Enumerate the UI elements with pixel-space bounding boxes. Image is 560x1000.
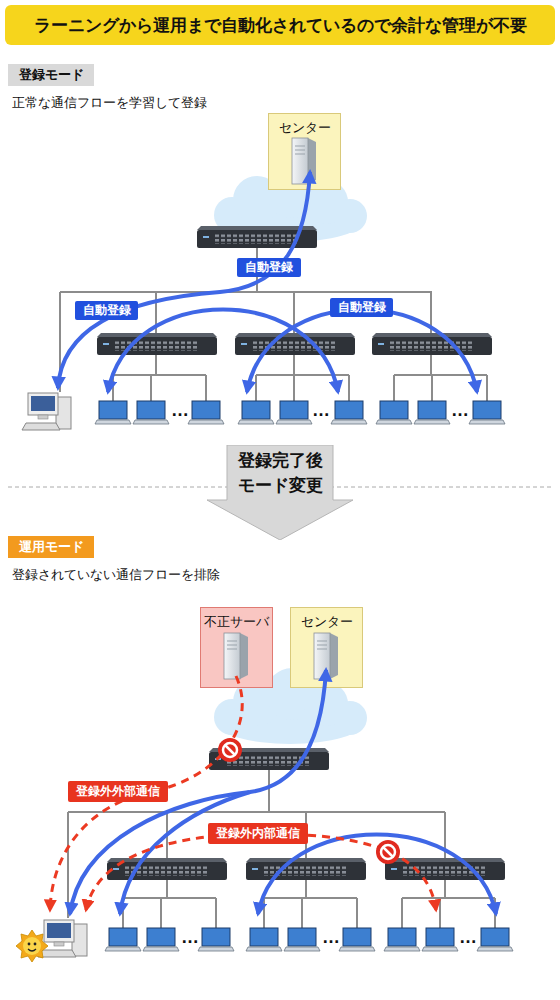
blocked-flow-arrow (86, 834, 436, 910)
malware-face (16, 930, 48, 962)
access-switch (235, 333, 355, 355)
blocked-flow-label: 登録外内部通信 (208, 823, 308, 844)
laptop (95, 401, 131, 424)
face-mouth (28, 949, 36, 951)
laptop (469, 401, 505, 424)
flow-label: 自動登録 (237, 258, 301, 277)
title-banner: ラーニングから運用まで自動化されているので余計な管理が不要 (5, 5, 555, 45)
blocked-flow-label: 登録外外部通信 (68, 781, 168, 802)
allowed-flow-arrow (70, 670, 326, 914)
admin-pc (22, 393, 71, 430)
laptop (477, 928, 513, 951)
laptop (143, 928, 179, 951)
access-switch (246, 858, 366, 880)
network-wire (123, 880, 495, 928)
flow-label: 自動登録 (330, 298, 393, 317)
core-switch (197, 226, 317, 248)
node-text: 自動登録 (338, 299, 386, 316)
title-text: ラーニングから運用まで自動化されているので余計な管理が不要 (34, 14, 527, 37)
node-text: 自動登録 (83, 302, 131, 319)
network-wire (68, 770, 445, 918)
prohibited-ring (223, 743, 237, 757)
face-eye (28, 943, 31, 946)
access-switch (372, 333, 492, 355)
access-switch (107, 858, 227, 880)
node-text: センター (279, 119, 331, 137)
face-eye (34, 943, 37, 946)
laptop (188, 401, 224, 424)
laptop (276, 401, 312, 424)
allowed-flow-arrow (258, 835, 496, 915)
laptop (198, 928, 234, 951)
ellipsis: … (451, 400, 469, 421)
allowed-flow-arrow (120, 792, 250, 914)
prohibited-disc (376, 840, 400, 864)
node-text: 自動登録 (245, 259, 293, 276)
arrow-outline-shape (207, 445, 353, 540)
prohibited-disc (218, 738, 242, 762)
mode-change-arrow: 登録完了後 モード変更 (207, 445, 353, 540)
ellipsis: … (171, 400, 189, 421)
prohibited-icon (376, 840, 400, 864)
server-box: センター (268, 113, 341, 190)
infected-pc (38, 920, 87, 957)
ellipsis: … (312, 400, 330, 421)
node-text: 不正サーバ (204, 613, 269, 631)
laptop (246, 928, 282, 951)
face-spikes (16, 930, 48, 962)
laptop (284, 928, 320, 951)
ellipsis: … (322, 927, 340, 948)
server-box: センター (290, 607, 363, 688)
laptop (422, 928, 458, 951)
face (23, 937, 41, 955)
node-text: 登録モード (19, 66, 84, 84)
node-text: 登録外内部通信 (216, 825, 300, 842)
laptop (376, 401, 412, 424)
flow-label: 自動登録 (75, 301, 138, 320)
laptop (331, 401, 367, 424)
learned-flow-arrow (247, 310, 477, 393)
learned-flow-arrow (108, 310, 338, 393)
laptop (384, 928, 420, 951)
mode-tag: 登録モード (8, 64, 94, 86)
ellipsis: … (459, 927, 477, 948)
core-switch (209, 748, 329, 770)
ellipsis: … (181, 927, 199, 948)
laptop (414, 401, 450, 424)
laptop (238, 401, 274, 424)
rogue-server-box: 不正サーバ (200, 607, 273, 688)
learned-flow-arrow (58, 172, 310, 388)
node-text: 運用モード (19, 538, 84, 556)
prohibited-slash (225, 745, 235, 755)
mode-tag: 運用モード (8, 536, 94, 558)
node-text: 登録完了後 モード変更 (227, 445, 333, 498)
node-text: 登録外外部通信 (76, 783, 160, 800)
prohibited-ring (381, 845, 395, 859)
section-caption: 登録されていない通信フローを排除 (12, 566, 220, 584)
laptop (339, 928, 375, 951)
laptop (133, 401, 169, 424)
prohibited-slash (383, 847, 393, 857)
network-wire (60, 248, 432, 392)
access-switch (385, 858, 505, 880)
network-wire (113, 355, 487, 401)
access-switch (97, 333, 217, 355)
prohibited-icon (218, 738, 242, 762)
node-text: センター (301, 613, 353, 631)
blocked-flow-arrow (50, 676, 242, 910)
laptop (105, 928, 141, 951)
section-caption: 正常な通信フローを学習して登録 (12, 94, 207, 112)
